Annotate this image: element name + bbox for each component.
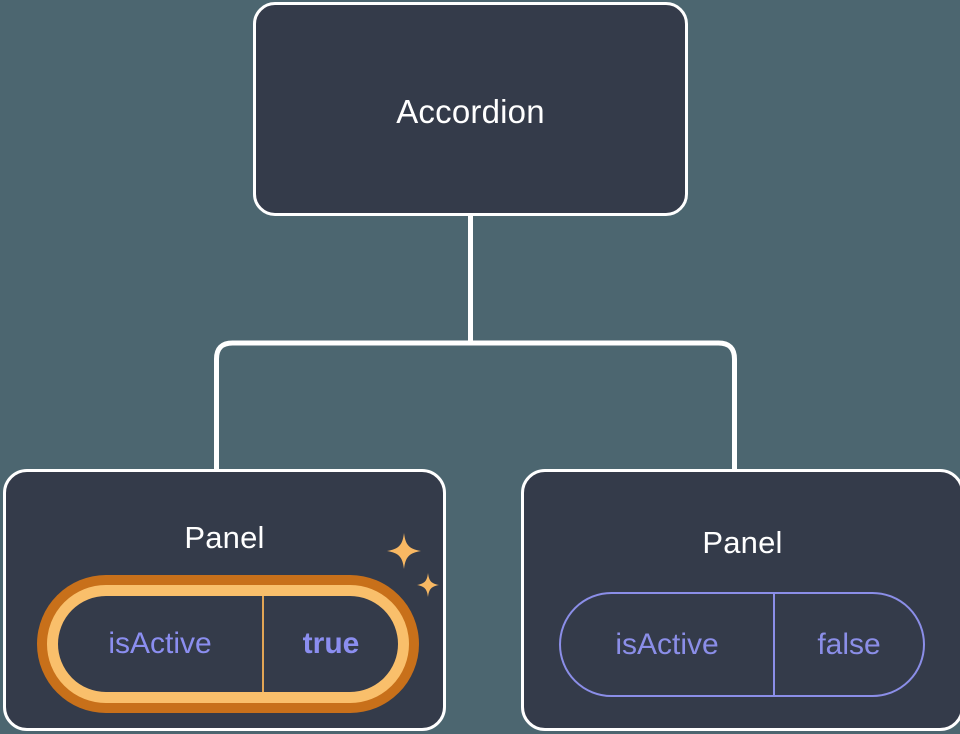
connector-branch-right — [470, 340, 737, 470]
node-panel-active-title: Panel — [184, 520, 265, 555]
connector-branch-left — [214, 340, 471, 470]
node-panel-active[interactable]: Panel isActive true — [3, 469, 446, 731]
prop-pill-active[interactable]: isActive true — [37, 575, 419, 713]
node-accordion[interactable]: Accordion — [253, 2, 688, 216]
prop-pill-active-body[interactable]: isActive true — [47, 585, 409, 703]
node-panel-inactive[interactable]: Panel isActive false — [521, 469, 960, 731]
prop-key-label: isActive — [561, 594, 775, 695]
prop-value-label: true — [302, 627, 360, 660]
node-accordion-title: Accordion — [396, 93, 545, 130]
node-panel-inactive-title: Panel — [702, 525, 783, 560]
prop-value-label: false — [817, 627, 881, 661]
prop-pill-inactive[interactable]: isActive false — [559, 592, 925, 697]
prop-key-label: isActive — [58, 596, 264, 692]
